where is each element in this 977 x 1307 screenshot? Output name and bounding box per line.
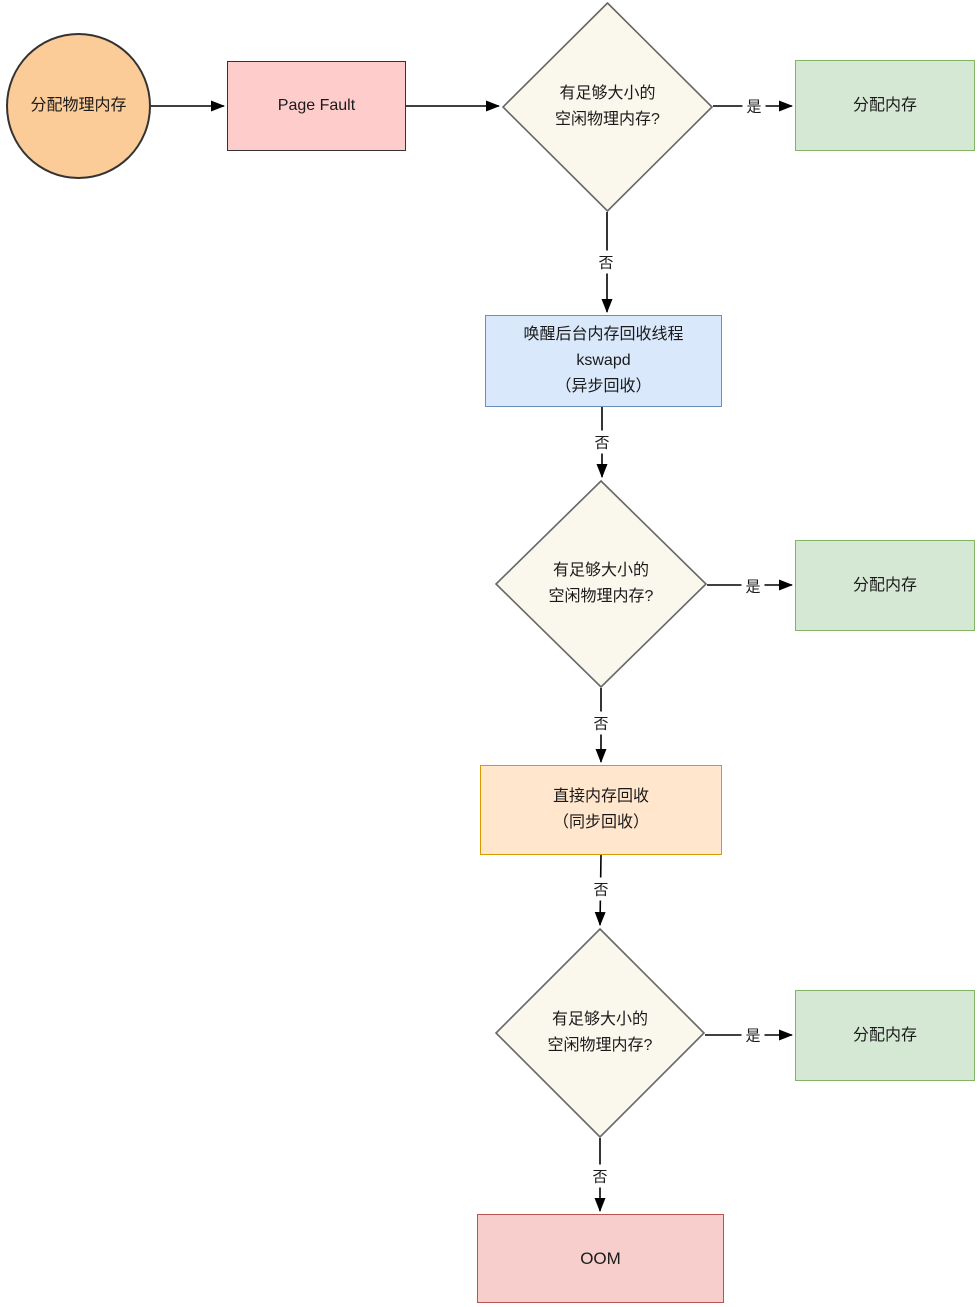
direct-reclaim-node: 直接内存回收 （同步回收） <box>480 765 722 855</box>
diamond-shape <box>495 928 705 1138</box>
page-fault-label: Page Fault <box>277 97 356 114</box>
kswapd-label: 唤醒后台内存回收线程 kswapd （异步回收） <box>523 326 684 395</box>
decision-free-memory-3: 有足够大小的 空闲物理内存? <box>495 928 705 1138</box>
edge-label-no-1: 否 <box>594 250 618 274</box>
decision-1-label: 有足够大小的 空闲物理内存? <box>555 85 660 128</box>
decision-free-memory-1: 有足够大小的 空闲物理内存? <box>502 2 713 212</box>
allocate-memory-node-3: 分配内存 <box>795 990 975 1081</box>
direct-reclaim-label: 直接内存回收 （同步回收） <box>552 788 649 831</box>
edge-label-no-3: 否 <box>589 711 613 735</box>
edge-label-yes-1: 是 <box>742 94 766 118</box>
decision-3-label: 有足够大小的 空闲物理内存? <box>547 1011 653 1054</box>
edge-label-no-5: 否 <box>588 1164 612 1188</box>
decision-2-label: 有足够大小的 空闲物理内存? <box>548 562 654 605</box>
allocate-memory-2-label: 分配内存 <box>852 576 917 594</box>
edge-label-yes-2: 是 <box>741 574 765 598</box>
page-fault-node: Page Fault <box>227 61 406 151</box>
diamond-shape <box>495 480 707 688</box>
edge-label-no-4: 否 <box>589 877 613 901</box>
start-node: 分配物理内存 <box>6 33 151 179</box>
kswapd-async-reclaim-node: 唤醒后台内存回收线程 kswapd （异步回收） <box>485 315 722 407</box>
oom-label: OOM <box>580 1248 621 1268</box>
decision-free-memory-2: 有足够大小的 空闲物理内存? <box>495 480 707 688</box>
allocate-memory-node-1: 分配内存 <box>795 60 975 151</box>
edge-label-no-2: 否 <box>590 430 614 454</box>
start-node-label: 分配物理内存 <box>30 97 127 114</box>
allocate-memory-3-label: 分配内存 <box>852 1026 917 1044</box>
oom-node: OOM <box>477 1214 724 1303</box>
edge-label-yes-3: 是 <box>741 1023 765 1047</box>
diamond-shape <box>502 2 713 212</box>
allocate-memory-node-2: 分配内存 <box>795 540 975 631</box>
allocate-memory-1-label: 分配内存 <box>852 96 917 114</box>
